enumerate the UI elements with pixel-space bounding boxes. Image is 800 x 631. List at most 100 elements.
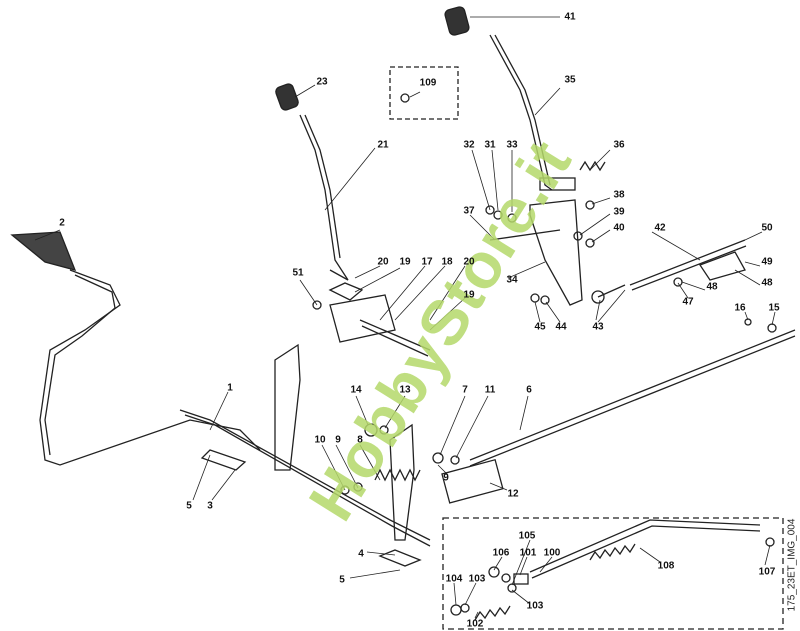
knob-23: [275, 83, 299, 111]
callout-21: 21: [377, 139, 389, 151]
washer-11: [450, 455, 460, 465]
bracket-46: [699, 251, 746, 281]
callout-2: 2: [59, 217, 65, 229]
callout-42: 42: [654, 222, 666, 234]
callout-12: 12: [507, 488, 519, 500]
callout-17: 17: [421, 256, 433, 268]
callout-101: 101: [519, 547, 537, 559]
callout-9: 9: [335, 434, 341, 446]
spring-102: [474, 605, 511, 621]
leader-lines: [34, 16, 776, 619]
callout-37: 37: [463, 205, 475, 217]
callout-109: 109: [419, 77, 437, 89]
part-7: [432, 452, 444, 464]
callout-105: 105: [518, 530, 536, 542]
callout-48: 48: [706, 281, 718, 293]
callout-9b: 9: [443, 472, 449, 484]
callout-43: 43: [592, 321, 604, 333]
washer-44: [540, 295, 550, 305]
inset-box-variant: [442, 517, 784, 630]
callout-44: 44: [555, 321, 567, 333]
nut-45: [530, 293, 540, 303]
callout-34: 34: [506, 274, 518, 286]
clamp-19: [328, 282, 364, 301]
pin-18: [359, 319, 431, 357]
callout-108: 108: [657, 560, 675, 572]
ball-joint-43: [597, 284, 626, 298]
callout-15: 15: [768, 302, 780, 314]
callout-36: 36: [613, 139, 625, 151]
clip-107: [765, 537, 775, 547]
callout-3: 3: [207, 500, 213, 512]
callout-48b: 48: [761, 277, 773, 289]
callout-19: 19: [399, 256, 411, 268]
callout-14: 14: [350, 384, 362, 396]
bracket-left: [274, 343, 301, 471]
rod-42: [629, 239, 747, 291]
callout-106: 106: [492, 547, 510, 559]
bolt-37: [489, 229, 561, 241]
callout-104: 104: [445, 573, 463, 585]
callout-102: 102: [466, 618, 484, 630]
callout-19b: 19: [463, 289, 475, 301]
callout-7: 7: [462, 384, 468, 396]
callout-5: 5: [186, 500, 192, 512]
washer-15: [767, 323, 777, 333]
nut-51: [312, 300, 322, 310]
callout-39: 39: [613, 206, 625, 218]
block-12: [441, 458, 504, 504]
callout-31: 31: [484, 139, 496, 151]
callout-1: 1: [227, 382, 233, 394]
callout-18: 18: [441, 256, 453, 268]
bracket-right: [389, 423, 415, 541]
callout-6: 6: [526, 384, 532, 396]
spring-8: [374, 468, 421, 482]
tube-35: [539, 177, 576, 191]
lever-21: [299, 114, 349, 281]
callout-103: 103: [468, 573, 486, 585]
rod-100: [529, 519, 761, 579]
callout-41: 41: [564, 11, 576, 23]
spring-36: [579, 160, 606, 172]
plate-17: [329, 294, 396, 343]
callout-45: 45: [534, 321, 546, 333]
rod-6: [469, 329, 796, 467]
pedal-rod: [39, 269, 261, 466]
callout-10: 10: [314, 434, 326, 446]
callout-47: 47: [682, 296, 694, 308]
inset-box-109: [389, 66, 459, 120]
callout-33: 33: [506, 139, 518, 151]
callout-100: 100: [543, 547, 561, 559]
washer-48: [673, 277, 683, 287]
callout-23: 23: [316, 76, 328, 88]
nut-14: [364, 423, 378, 437]
callout-16: 16: [734, 302, 746, 314]
callout-11: 11: [484, 384, 496, 396]
callout-4: 4: [358, 548, 364, 560]
callout-49: 49: [761, 256, 773, 268]
callout-107: 107: [758, 566, 776, 578]
callout-32: 32: [463, 139, 475, 151]
callout-103b: 103: [526, 600, 544, 612]
pedal-2: [10, 231, 77, 271]
bracket-3: [200, 449, 247, 471]
callout-40: 40: [613, 222, 625, 234]
callout-20b: 20: [463, 256, 475, 268]
bracket-4: [378, 549, 422, 567]
bracket-34: [529, 199, 583, 306]
callout-38: 38: [613, 189, 625, 201]
knob-41: [444, 6, 470, 36]
washer-13: [379, 425, 389, 435]
callout-51: 51: [292, 267, 304, 279]
washer-38: [585, 200, 595, 210]
shaft-1: [179, 409, 431, 547]
nut-109: [400, 93, 410, 103]
washer-10: [340, 485, 350, 495]
spring-108: [589, 543, 636, 561]
callout-20: 20: [377, 256, 389, 268]
lever-35: [489, 34, 553, 191]
callout-35: 35: [564, 74, 576, 86]
callout-5b: 5: [339, 574, 345, 586]
